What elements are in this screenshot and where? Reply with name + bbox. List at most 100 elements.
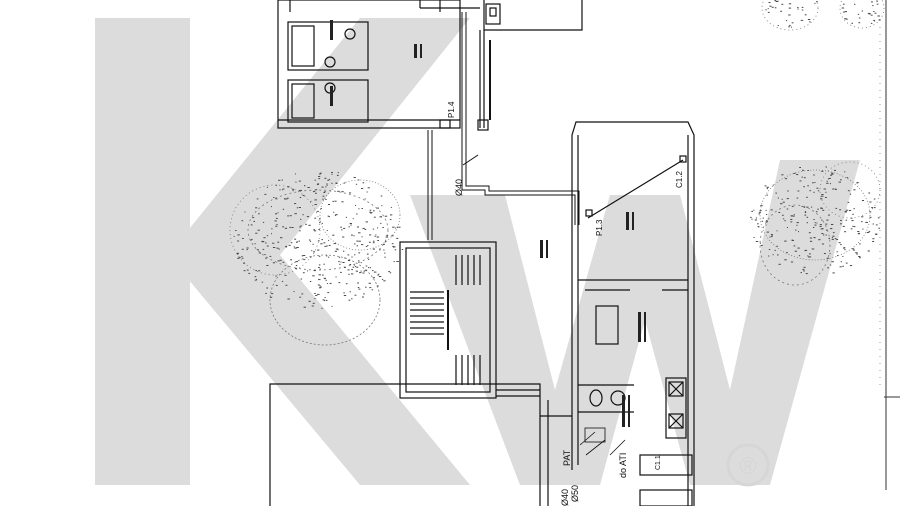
stipple-dot <box>758 226 760 228</box>
stipple-dot <box>788 14 791 16</box>
bathroom-2 <box>287 79 369 123</box>
stipple-dot <box>848 210 852 211</box>
stipple-dot <box>304 185 306 187</box>
stipple-dot <box>384 241 386 243</box>
stipple-dot <box>331 173 333 175</box>
stipple-dot <box>327 179 330 181</box>
stipple-dot <box>776 230 778 232</box>
stipple-dot <box>828 237 830 239</box>
stipple-dot <box>849 265 853 267</box>
stipple-dot <box>820 207 822 209</box>
stipple-dot <box>858 256 861 257</box>
stipple-dot <box>282 189 283 191</box>
label-pat: PAT <box>562 449 572 466</box>
stipple-dot <box>313 251 315 253</box>
stipple-dot <box>271 228 273 230</box>
stipple-dot <box>872 238 875 240</box>
stipple-dot <box>299 296 302 298</box>
stipple-dot <box>342 262 345 263</box>
stipple-dot <box>875 224 878 226</box>
stipple-dot <box>357 287 360 288</box>
stipple-dot <box>255 207 258 209</box>
stipple-dot <box>771 6 774 8</box>
stipple-dot <box>770 236 773 238</box>
stipple-dot <box>794 250 798 252</box>
stipple-dot <box>813 219 815 220</box>
stipple-dot <box>814 182 816 183</box>
stipple-dot <box>813 174 815 176</box>
stipple-dot <box>362 182 365 184</box>
stipple-dot <box>844 171 846 173</box>
stipple-dot <box>352 218 354 220</box>
stipple-dot <box>795 229 797 231</box>
stipple-dot <box>278 179 281 181</box>
stipple-dot <box>395 227 397 229</box>
stipple-dot <box>255 270 257 272</box>
stipple-dot <box>383 249 385 251</box>
stipple-dot <box>243 270 246 272</box>
stipple-dot <box>363 270 366 272</box>
stipple-dot <box>319 221 321 223</box>
stipple-dot <box>759 210 762 212</box>
stipple-dot <box>845 209 849 211</box>
stipple-dot <box>238 256 241 258</box>
stipple-dot <box>832 188 835 190</box>
stipple-dot <box>347 260 351 261</box>
stipple-dot <box>279 259 282 261</box>
tree-cluster-right <box>759 161 881 286</box>
stipple-dot <box>276 224 278 225</box>
stipple-dot <box>790 218 793 220</box>
bathtub-2 <box>291 83 315 119</box>
stipple-dot <box>824 197 827 198</box>
registered-mark: ® <box>739 453 757 480</box>
stipple-dot <box>362 296 364 298</box>
stipple-dot <box>869 216 872 218</box>
stipple-dot <box>750 216 752 218</box>
stipple-dot <box>796 174 799 176</box>
stipple-dot <box>295 265 298 267</box>
stipple-dot <box>823 253 826 254</box>
stipple-dot <box>774 0 777 2</box>
stipple-dot <box>393 246 396 248</box>
stipple-dot <box>790 261 794 263</box>
stipple-dot <box>385 236 388 238</box>
stipple-dot <box>866 232 870 233</box>
stipple-dot <box>324 177 327 179</box>
stipple-dot <box>344 257 346 259</box>
stipple-dot <box>318 279 321 281</box>
stipple-dot <box>806 206 809 208</box>
stipple-dot <box>766 186 769 188</box>
stipple-dot <box>274 220 277 222</box>
stipple-dot <box>294 213 297 215</box>
label-d40-lower: Ø40 <box>560 489 570 506</box>
stipple-dot <box>822 234 825 236</box>
stipple-dot <box>372 228 375 230</box>
stipple-dot <box>780 203 783 205</box>
stipple-dot <box>289 226 292 228</box>
stipple-dot <box>236 252 239 254</box>
stipple-dot <box>784 240 787 242</box>
stipple-dot <box>796 197 799 199</box>
stipple-dot <box>270 296 273 298</box>
stipple-dot <box>317 284 320 286</box>
stipple-dot <box>328 178 331 180</box>
stipple-dot <box>350 273 354 275</box>
stipple-dot <box>845 219 848 221</box>
stipple-dot <box>358 208 360 210</box>
stipple-dot <box>303 259 306 261</box>
stipple-dot <box>326 255 328 257</box>
stipple-dot <box>765 220 768 222</box>
stipple-dot <box>294 238 297 240</box>
stipple-dot <box>261 281 264 283</box>
stipple-dot <box>361 208 363 209</box>
stipple-dot <box>821 170 824 172</box>
stipple-dot <box>859 243 861 245</box>
stipple-dot <box>331 182 333 184</box>
stipple-dot <box>307 270 309 272</box>
stipple-dot <box>271 293 274 295</box>
stipple-dot <box>812 182 814 184</box>
stipple-dot <box>355 266 357 268</box>
stipple-dot <box>315 192 317 194</box>
stipple-dot <box>853 189 856 191</box>
stipple-dot <box>321 239 323 241</box>
